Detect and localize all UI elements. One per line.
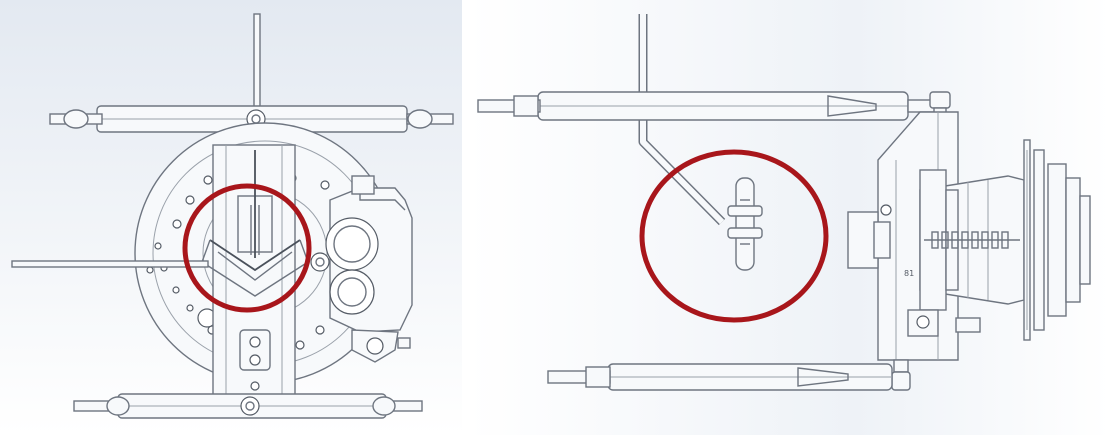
pin-assembly xyxy=(727,177,763,271)
part-label: 81 xyxy=(904,269,914,278)
plate-lower-features xyxy=(239,329,271,391)
hub-teeth xyxy=(931,231,1009,249)
disc-side xyxy=(1023,139,1091,341)
side-view-drawing: 81 xyxy=(468,0,1110,435)
bottom-tie-rod xyxy=(73,393,423,419)
hub-assembly xyxy=(847,169,1025,311)
highlight-circle-right xyxy=(639,149,829,323)
top-tie-rod-side xyxy=(477,91,939,121)
bottom-tie-rod-side xyxy=(547,363,893,391)
caliper-side xyxy=(907,309,981,337)
front-view-drawing xyxy=(0,0,462,435)
bottom-bolt xyxy=(891,359,911,391)
front-view-panel xyxy=(0,0,462,435)
side-view-panel: 81 xyxy=(468,0,1110,435)
caliper xyxy=(310,175,413,363)
v-bracket xyxy=(201,150,309,297)
horizontal-rod xyxy=(11,260,209,268)
top-tie-rod xyxy=(49,105,454,133)
highlight-circle-left xyxy=(182,183,312,313)
